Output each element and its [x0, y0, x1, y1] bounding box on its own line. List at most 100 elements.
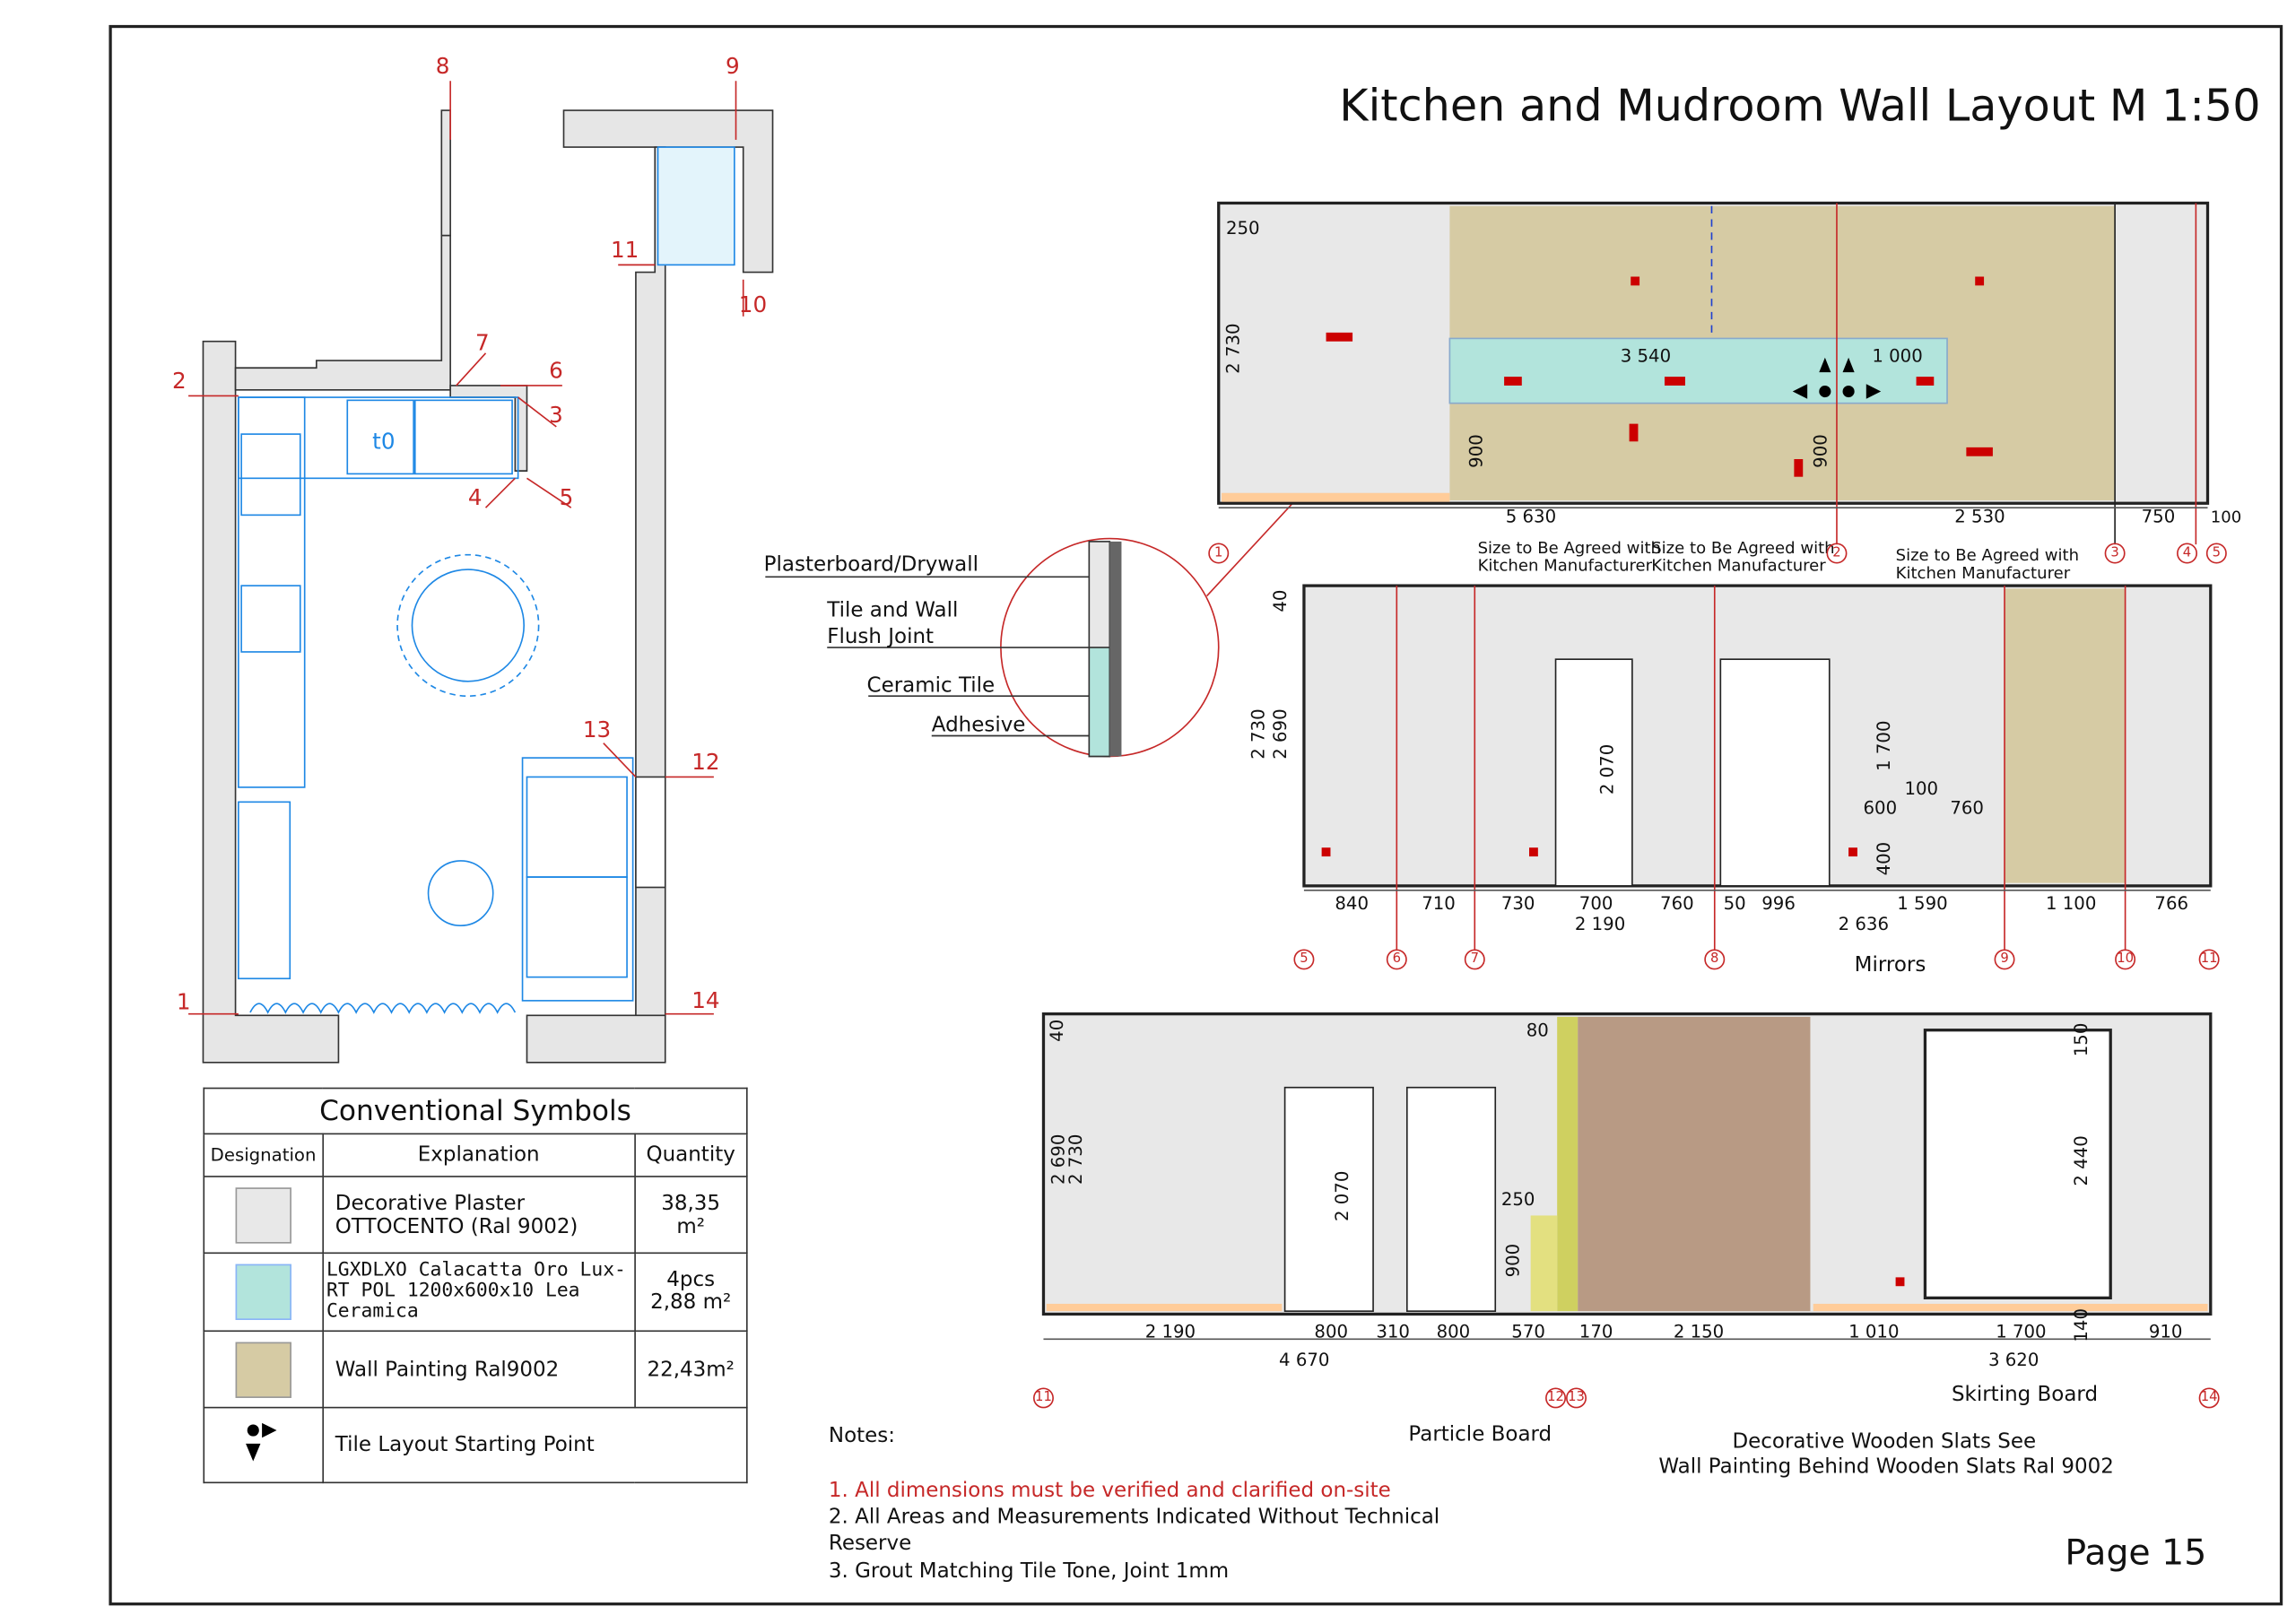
dimension: 900	[1502, 1243, 1524, 1278]
furniture-plan	[238, 146, 735, 1014]
legend-header: Designation	[203, 1133, 324, 1177]
note: Size to Be Agreed with	[1477, 538, 1661, 558]
note-item: 3. Grout Matching Tile Tone, Joint 1mm	[828, 1559, 1230, 1584]
dimension: 840	[1335, 893, 1369, 915]
dimension: 710	[1422, 893, 1456, 915]
plan-mark: 5	[559, 483, 574, 511]
plan-mark: 9	[726, 53, 740, 80]
dimension: 2 190	[1574, 914, 1626, 935]
dimension: 760	[1660, 893, 1694, 915]
dimension: 40	[1046, 1019, 1067, 1042]
dimension: 1 000	[1872, 345, 1923, 367]
dimension: 2 690	[1048, 1133, 1069, 1185]
legend-title: Conventional Symbols	[203, 1087, 748, 1135]
dimension: 1 590	[1897, 893, 1948, 915]
slats-label: Decorative Wooden Slats See	[1732, 1430, 2037, 1455]
callout-label: Tile and Wall	[827, 598, 959, 623]
elevation-mudroom	[1302, 584, 2213, 950]
dimension: 400	[1873, 841, 1894, 876]
dimension: 2 070	[1596, 743, 1618, 795]
plan-mark: 2	[171, 368, 187, 395]
dimension: 996	[1761, 893, 1796, 915]
plan-mark: 8	[435, 53, 450, 80]
legend-qty: 22,43m²	[633, 1330, 748, 1409]
dimension: 5 630	[1505, 506, 1557, 527]
note-item: 2. All Areas and Measurements Indicated …	[828, 1505, 1440, 1529]
legend-text: LGXDLXO Calacatta Oro Lux-	[326, 1258, 626, 1281]
note-item: 1. All dimensions must be verified and c…	[828, 1479, 1391, 1503]
plan-mark: 14	[691, 987, 720, 1014]
detail-callout	[765, 324, 1463, 758]
particle-board-label: Particle Board	[1408, 1422, 1552, 1447]
tile-start-icon	[245, 1422, 277, 1462]
dimension: 2 530	[1954, 506, 2005, 527]
axis-marker: 3	[2104, 543, 2126, 564]
dimension: 3 620	[1987, 1349, 2039, 1370]
axis-marker: 11	[2198, 949, 2220, 970]
plan-mark: 12	[691, 749, 720, 776]
notes-title: Notes:	[828, 1424, 895, 1448]
legend-text: Wall Painting Ral9002	[322, 1330, 636, 1409]
dimension: 50	[1723, 893, 1746, 915]
legend-text: Tile Layout Starting Point	[322, 1406, 748, 1484]
legend-text: Ceramica	[326, 1300, 419, 1324]
dimension: 310	[1376, 1321, 1410, 1342]
plan-mark: 10	[738, 291, 768, 318]
axis-marker: 2	[1826, 543, 1848, 564]
paint-swatch	[235, 1341, 291, 1398]
axis-marker: 5	[1293, 949, 1315, 970]
dimension: 910	[2148, 1321, 2183, 1342]
note: Kitchen Manufacturer	[1895, 563, 2071, 583]
plan-mark: 1	[176, 988, 191, 1016]
dimension: 4 670	[1279, 1349, 1330, 1370]
legend-header: Explanation	[322, 1133, 636, 1177]
dimension: 40	[1270, 589, 1292, 612]
dimension: 570	[1511, 1321, 1545, 1342]
note: Size to Be Agreed with	[1895, 545, 2080, 566]
dimension: 700	[1578, 893, 1613, 915]
axis-marker: 4	[2177, 543, 2198, 564]
dimension: 1 100	[2045, 893, 2097, 915]
dimension: 900	[1465, 434, 1487, 468]
note: Kitchen Manufacturer	[1651, 556, 1826, 576]
plan-mark: 13	[582, 716, 612, 743]
mirrors-label: Mirrors	[1854, 953, 1926, 977]
callout-label: Plasterboard/Drywall	[763, 553, 979, 578]
legend-qty: 4pcs	[666, 1267, 716, 1292]
plan-mark: 7	[475, 329, 490, 357]
dimension: 2 730	[1222, 323, 1244, 374]
axis-marker: 5	[2205, 543, 2227, 564]
dimension: 2 440	[2070, 1135, 2092, 1186]
dimension: 3 540	[1620, 345, 1672, 367]
dimension: 900	[1810, 434, 1831, 468]
plan-mark: 11	[611, 237, 639, 264]
axis-marker: 8	[1704, 949, 1726, 970]
dimension: 170	[1578, 1321, 1613, 1342]
dimension: 730	[1500, 893, 1535, 915]
dimension: 2 070	[1332, 1170, 1353, 1222]
axis-marker: 7	[1464, 949, 1485, 970]
axis-marker: 14	[2198, 1387, 2220, 1409]
skirting-label: Skirting Board	[1951, 1383, 2099, 1407]
tile-swatch	[235, 1264, 291, 1320]
legend-qty: 2,88 m²	[650, 1290, 732, 1315]
dimension: 100	[1904, 778, 1939, 800]
dimension: 2 190	[1144, 1321, 1196, 1342]
plan-mark: 6	[549, 357, 563, 385]
legend-text: RT POL 1200x600x10 Lea	[326, 1280, 580, 1303]
axis-marker: 1	[1208, 543, 1230, 564]
dimension: 250	[1500, 1188, 1535, 1210]
dimension: 2 150	[1673, 1321, 1725, 1342]
dimension: 750	[2141, 506, 2176, 527]
callout-label: Flush Joint	[827, 625, 935, 649]
callout-label: Adhesive	[931, 713, 1026, 738]
page-number: Page 15	[2065, 1532, 2207, 1574]
dimension: 150	[2070, 1022, 2092, 1057]
slats-label: Wall Painting Behind Wooden Slats Ral 90…	[1658, 1455, 2114, 1480]
note: Size to Be Agreed with	[1651, 538, 1835, 558]
dimension: 2 690	[1270, 708, 1292, 760]
axis-marker: 13	[1566, 1387, 1587, 1409]
legend-table: Conventional Symbols Designation Explana…	[203, 1087, 748, 1484]
legend-header: Quantity	[633, 1133, 748, 1177]
